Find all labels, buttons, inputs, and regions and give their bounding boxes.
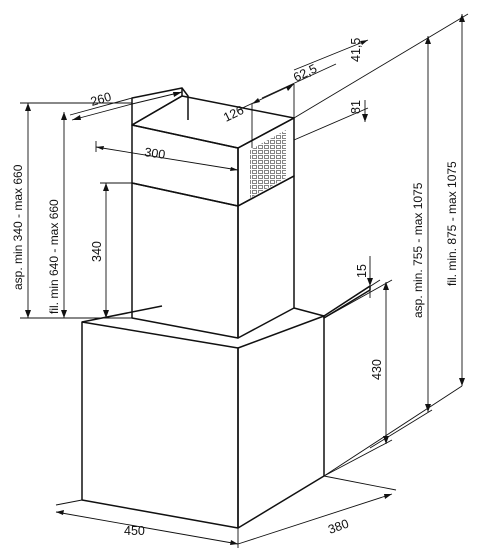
label-asp-total-range: asp. min. 755 - max 1075 (411, 182, 425, 318)
label-62-5: 62,5 (291, 61, 319, 84)
label-41-5: 41,5 (349, 38, 363, 62)
label-81: 81 (349, 100, 363, 114)
hood-body (81, 285, 371, 529)
vent-slots (250, 130, 286, 198)
label-260: 260 (89, 90, 113, 109)
label-asp-chimney-range: asp. min 340 - max 660 (11, 164, 25, 290)
hood-front-face (81, 321, 239, 529)
label-15: 15 (355, 264, 369, 278)
label-430: 430 (370, 359, 384, 380)
label-300: 300 (144, 145, 167, 162)
hood-top-right-edge (293, 307, 325, 317)
hood-side-face (237, 315, 325, 529)
hood-top-left-edge (81, 305, 163, 323)
label-fil-total-range: fil. min. 875 - max 1075 (445, 161, 459, 286)
chimney-side-face (237, 175, 295, 339)
wall-bracket-edge (181, 87, 189, 120)
dimension-lines (20, 13, 469, 548)
chimney-front-face (131, 182, 239, 339)
label-450: 450 (124, 524, 145, 538)
label-126: 126 (221, 103, 246, 125)
dimension-labels: 260 300 126 62,5 41,5 81 340 15 430 450 … (11, 38, 459, 538)
label-fil-chimney-range: fil. min 640 - max 660 (47, 199, 61, 314)
label-380: 380 (326, 517, 350, 537)
label-340: 340 (90, 241, 104, 262)
chimney (131, 87, 295, 339)
